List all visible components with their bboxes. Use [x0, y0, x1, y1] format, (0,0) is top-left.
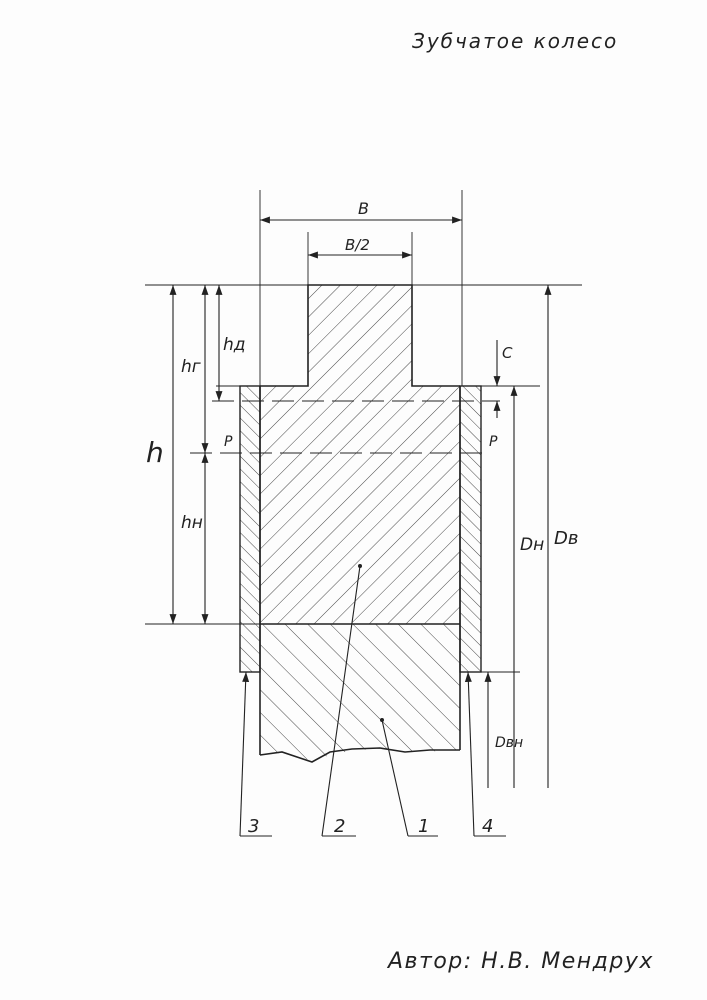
dim-b-half-label: B/2 [345, 236, 370, 254]
dim-b-label: B [358, 199, 369, 218]
dim-dv-label: Dв [554, 528, 578, 549]
tooth-section [260, 285, 460, 624]
dim-hd-label: hд [223, 335, 246, 355]
part-label-1: 1 [418, 816, 429, 837]
author-line: Автор: Н.В. Мендрух [386, 949, 654, 974]
dim-dn-label: Dн [520, 535, 544, 555]
dim-dvn-label: Dвн [495, 735, 523, 751]
side-plate-4 [460, 386, 481, 672]
side-plate-3 [240, 386, 260, 672]
pitch-p-left-label: P [224, 434, 233, 450]
body-section [260, 624, 460, 760]
dim-h-label: h [146, 436, 164, 469]
dim-hn-label: hн [181, 513, 203, 533]
dim-hg-label: hг [181, 357, 201, 377]
part-label-2: 2 [334, 816, 345, 837]
part-label-3: 3 [248, 816, 259, 837]
dim-c-label: C [502, 344, 513, 362]
pitch-p-right-label: P [489, 434, 498, 450]
part-label-4: 4 [482, 816, 493, 837]
drawing-title: Зубчатое колесо [412, 29, 618, 53]
